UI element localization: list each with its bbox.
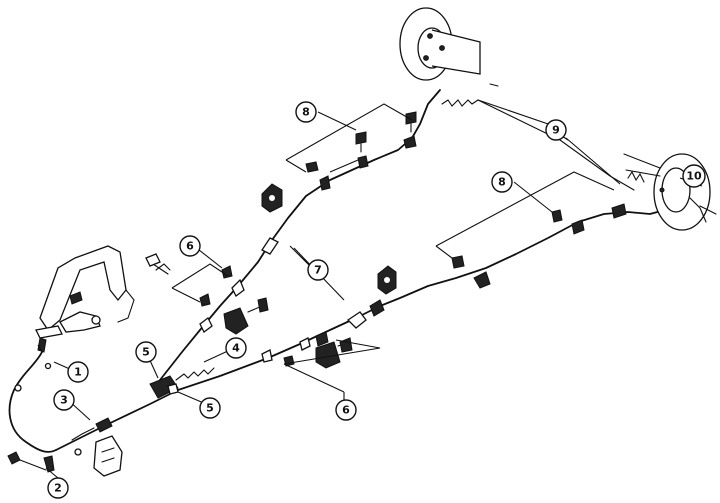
callout-3-label: 3 [60,394,68,407]
callout-7: 7 [307,259,329,281]
adjuster-spring [175,367,215,381]
callout-8-left: 8 [295,101,317,123]
nut-right-front [261,349,273,363]
callout-6-lower-label: 6 [342,404,350,417]
cable-bracket-mid-left [223,297,269,335]
bolt-left-upper [355,131,367,153]
callout-6-upper: 6 [179,235,201,257]
brake-drum-left [399,7,499,87]
callout-9: 9 [545,119,567,141]
callout-4-label: 4 [232,342,240,355]
front-cable [8,351,171,453]
callout-3: 3 [53,389,75,411]
callout-2: 2 [47,477,69,499]
cable-bracket-right [315,341,351,369]
front-cable-end-bolt [7,451,55,473]
leader-lines [37,99,703,479]
bolt-right-upper [551,209,563,223]
callout-10: 10 [682,164,706,188]
nut-left [305,161,319,173]
callout-1: 1 [67,361,89,383]
callout-1-label: 1 [74,366,82,379]
callout-5-lower-label: 5 [206,402,214,415]
callout-8-right-label: 8 [498,176,506,189]
equalizer [149,375,179,399]
callout-7-label: 7 [314,264,322,277]
cable-clip-right [377,265,397,295]
callout-5-upper: 5 [135,341,157,363]
return-spring [441,99,645,191]
cable-bolt-b [199,293,211,307]
rear-cable-right [177,197,691,391]
front-cable-bracket [74,435,123,477]
callout-9-label: 9 [552,124,560,137]
brake-lever-assembly [35,245,171,339]
cable-clip-left [261,183,283,213]
bolt-right-lower [339,337,353,353]
lever-pin [37,337,47,353]
callout-5-upper-label: 5 [142,346,150,359]
callout-8-right: 8 [491,171,513,193]
callout-10-label: 10 [686,170,702,183]
brake-drum-right [623,153,717,231]
bolt-left-top [405,111,417,133]
callout-5-lower: 5 [199,397,221,419]
callout-6-upper-label: 6 [186,240,194,253]
callout-6-lower: 6 [335,399,357,421]
rear-cable-left [159,89,441,381]
callout-4: 4 [225,337,247,359]
nut-right-mid [451,255,465,269]
callout-8-left-label: 8 [302,106,310,119]
cable-bolt-a [221,265,233,279]
callout-2-label: 2 [54,482,62,495]
